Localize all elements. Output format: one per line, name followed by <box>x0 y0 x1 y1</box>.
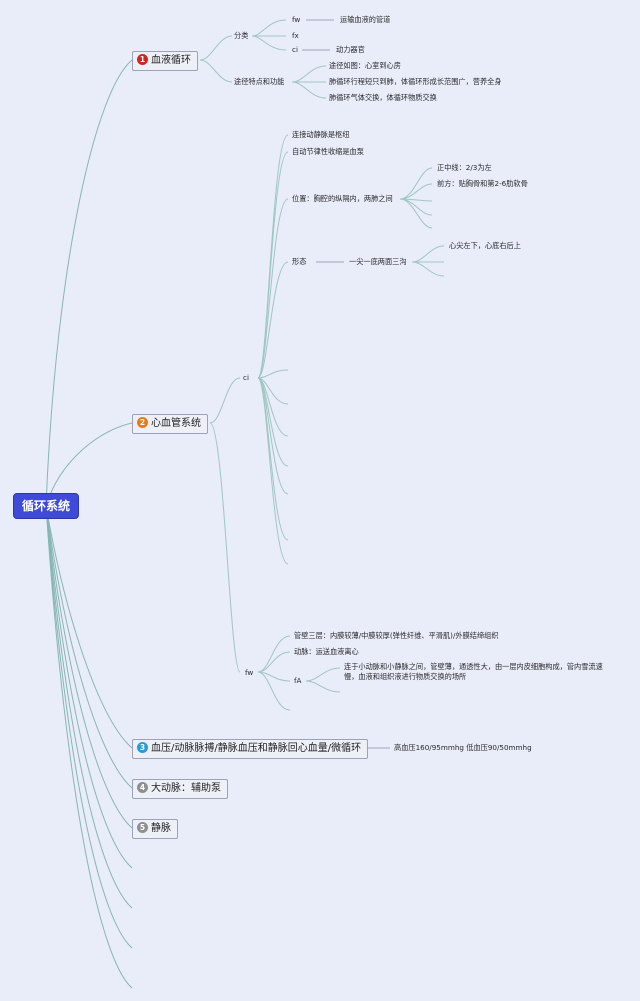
node-shape-detail[interactable]: 一尖一底两面三沟 <box>349 257 407 266</box>
node-fw[interactable]: fw <box>292 15 301 24</box>
number-1-icon: 1 <box>137 54 148 65</box>
root-node[interactable]: 循环系统 <box>14 494 78 518</box>
link-root-topic5 <box>45 505 133 829</box>
node-capillaries-description[interactable]: 连于小动脉和小静脉之间，管壁薄，通透性大，由一层内皮细胞构成，管内雪流速慢，血液… <box>344 662 603 681</box>
node-pathway-features[interactable]: 途径特点和功能 <box>234 77 285 86</box>
node-fx[interactable]: fx <box>292 31 299 40</box>
node-ci[interactable]: ci <box>292 45 298 54</box>
link-root-topic4 <box>45 505 133 789</box>
number-3-icon: 3 <box>137 742 148 753</box>
topic-label: 大动脉：辅助泵 <box>151 783 221 794</box>
node-position-midline[interactable]: 正中线：2/3为左 <box>437 163 492 172</box>
node-heart-position[interactable]: 位置：胸腔的纵隔内，两肺之间 <box>292 194 393 203</box>
link-root-topic2 <box>45 422 133 507</box>
node-blood-pressure-values[interactable]: 高血压160/95mmhg 低血压90/50mmhg <box>394 743 532 752</box>
node-pathway-1[interactable]: 途径如图：心室到心房 <box>329 61 401 70</box>
link-root-empty2 <box>45 505 133 909</box>
node-heart-hub[interactable]: 连接动静脉是枢纽 <box>292 130 350 139</box>
node-position-front[interactable]: 前方：贴胸骨和第2-6肋软骨 <box>437 179 528 188</box>
topic-label: 血液循环 <box>151 55 191 66</box>
link-root-empty3 <box>45 505 133 949</box>
node-classification[interactable]: 分类 <box>234 31 249 40</box>
node-capillaries[interactable]: fA <box>294 676 302 685</box>
link-root-topic1 <box>45 59 133 507</box>
node-shape-apex[interactable]: 心尖左下，心底右后上 <box>449 241 521 250</box>
number-2-icon: 2 <box>137 417 148 428</box>
node-vessel-walls[interactable]: 管壁三层：内膜较薄/中膜较厚(弹性纤维、平滑肌)/外膜结缔组织 <box>294 631 499 640</box>
number-4-icon: 4 <box>137 782 148 793</box>
node-heart-shape[interactable]: 形态 <box>292 257 307 266</box>
link-root-empty1 <box>45 505 133 869</box>
node-pathway-3[interactable]: 肺循环气体交换，体循环物质交换 <box>329 93 437 102</box>
link-root-empty4 <box>45 505 133 989</box>
topic-label: 血压/动脉脉搏/静脉血压和静脉回心血量/微循环 <box>151 743 362 754</box>
node-heart[interactable]: ci <box>243 373 249 382</box>
node-vessels[interactable]: fw <box>245 668 254 677</box>
node-fw-description[interactable]: 运输血液的管道 <box>340 15 391 24</box>
topic-label: 心血管系统 <box>151 418 201 429</box>
number-5-icon: 5 <box>137 822 148 833</box>
node-pathway-2[interactable]: 肺循环行程短只到肺，体循环形成长范围广，营养全身 <box>329 77 502 86</box>
node-heart-pump[interactable]: 自动节律性收缩是血泵 <box>292 147 364 156</box>
node-arteries[interactable]: 动脉：运送血液离心 <box>294 647 359 656</box>
link-root-topic3 <box>45 505 133 749</box>
node-ci-description[interactable]: 动力器官 <box>336 45 365 54</box>
topic-label: 静脉 <box>151 823 171 834</box>
